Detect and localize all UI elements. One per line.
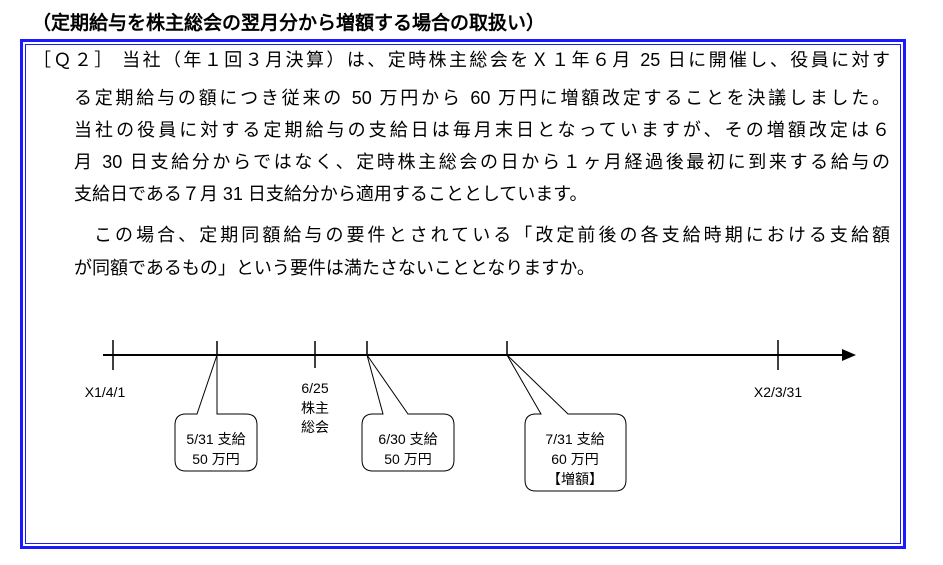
meeting-label-2: 総会 [301, 419, 329, 435]
start-date-label: X1/4/1 [84, 384, 126, 400]
callout-3-line-2: 60 万円 [551, 451, 599, 467]
meeting-label-1: 株主 [301, 400, 329, 416]
question-line-7: が同額であるもの」という要件は満たさないこととなりますか。 [74, 258, 595, 278]
question-box-outer-border [20, 39, 906, 549]
question-box-inner-border [25, 44, 901, 544]
end-date-label: X2/3/31 [753, 384, 803, 400]
section-heading: （定期給与を株主総会の翌月分から増額する場合の取扱い） [32, 13, 546, 34]
arrow-head-icon [842, 349, 856, 361]
callout-3-line-3: 【増額】 [547, 471, 603, 487]
meeting-date-label: 6/25 [301, 380, 329, 396]
callout-1-line-2: 50 万円 [192, 451, 240, 467]
callout-3-line-1: 7/31 支給 [545, 431, 605, 447]
question-line-4: 月 30 日支給分からではなく、定時株主総会の日から１ヶ月経過後最初に到来する給… [74, 152, 890, 172]
callout-2-line-1: 6/30 支給 [378, 431, 438, 447]
callout-7-31 [506, 354, 627, 492]
callout-5-31 [174, 354, 258, 472]
question-line-5: 支給日である７月 31 日支給分から適用することとしています。 [74, 184, 588, 204]
question-line-6: この場合、定期同額給与の要件とされている「改定前後の各支給時期における支給額 [94, 225, 890, 245]
question-line-1: ［Ｑ２］ 当社（年１回３月決算）は、定時株主総会をＸ１年６月 25 日に開催し、… [33, 50, 890, 70]
callout-2-line-2: 50 万円 [384, 451, 432, 467]
callout-6-30 [361, 354, 455, 472]
callout-1-line-1: 5/31 支給 [186, 431, 246, 447]
question-line-2: る定期給与の額につき従来の 50 万円から 60 万円に増額改定することを決議し… [74, 88, 890, 108]
question-line-3: 当社の役員に対する定期給与の支給日は毎月末日となっていますが、その増額改定は６ [74, 120, 890, 140]
